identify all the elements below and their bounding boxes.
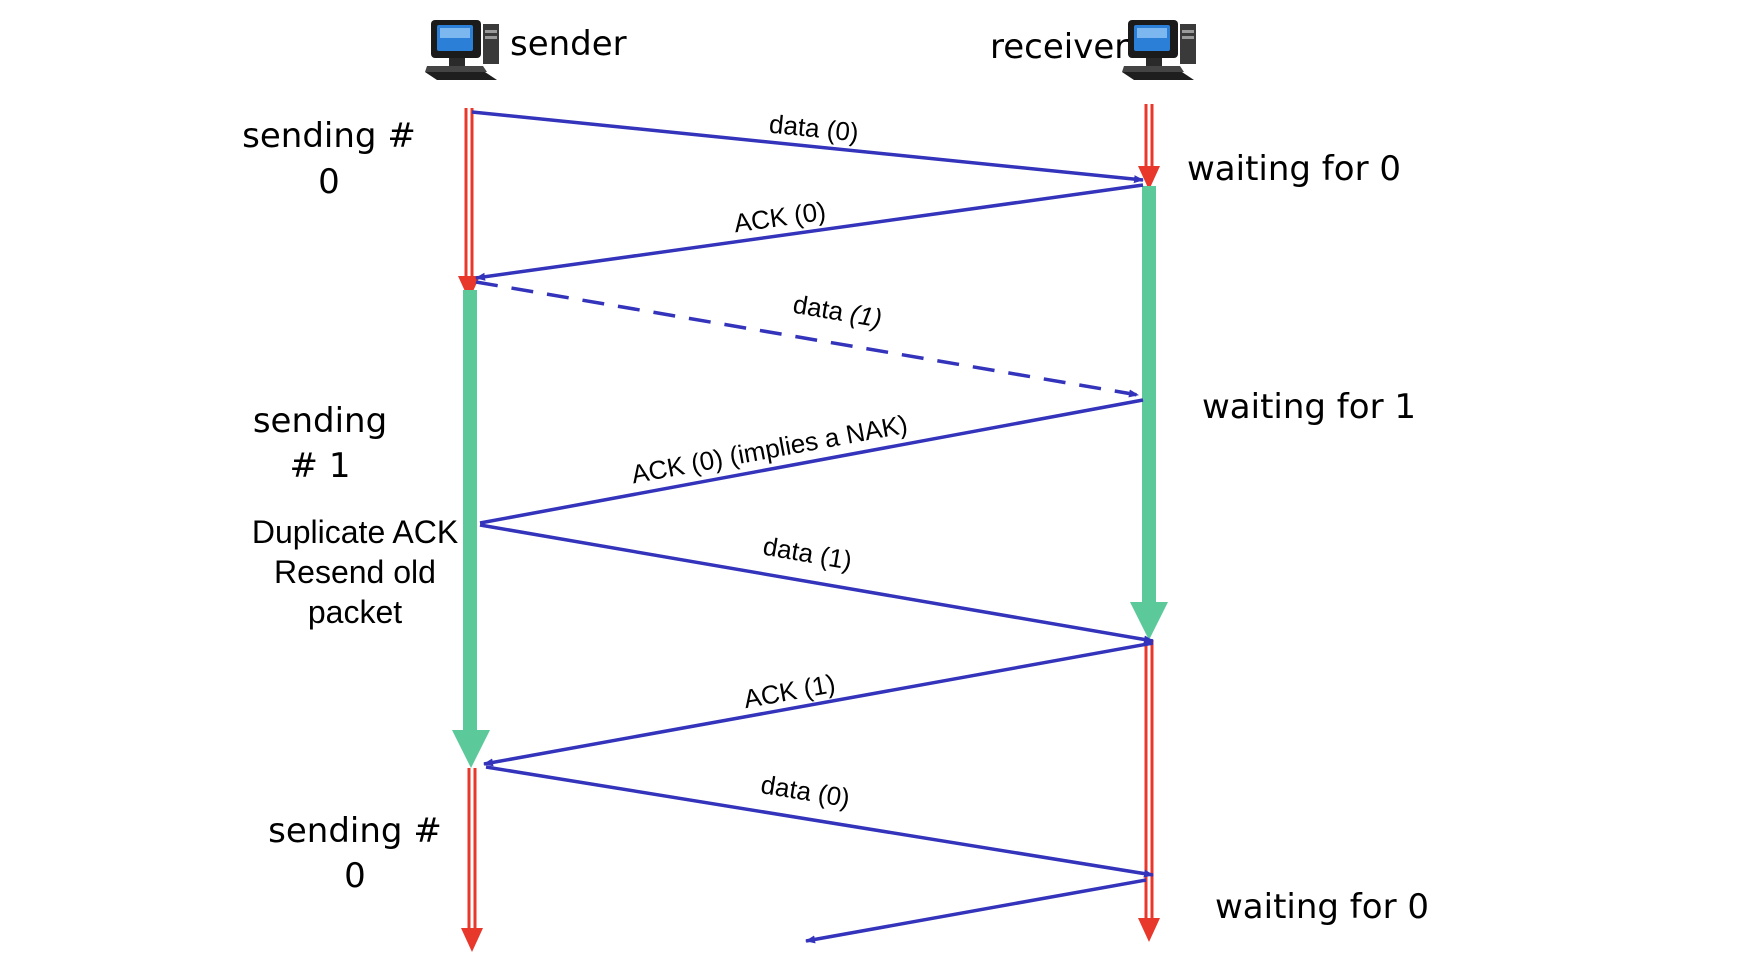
sender-state-sending0b-line1: sending #	[268, 811, 442, 851]
sender-waiting-arrow-2	[461, 768, 483, 952]
message-label-data0-b: data (0)	[759, 769, 852, 813]
message-arrow-data1-lost	[475, 280, 1139, 398]
message-arrow-data0	[471, 110, 1144, 184]
sender-label: sender	[510, 24, 627, 64]
message-label-data1: data (1)	[791, 289, 884, 334]
message-arrow-ack0-nak	[479, 398, 1144, 525]
message-label-data1-resend: data (1)	[761, 531, 854, 576]
sender-state-sending0-line1: sending #	[242, 116, 416, 156]
message-arrow-ack0	[475, 183, 1144, 281]
receiver-state-waiting1: waiting for 1	[1202, 387, 1416, 427]
receiver-label: receiver	[990, 27, 1128, 67]
message-arrow-ack1	[483, 641, 1154, 767]
message-arrow-ack0-b	[805, 878, 1147, 944]
message-label-data1-seq: (1)	[848, 299, 884, 334]
sender-state-sending0b-line2: 0	[344, 856, 366, 896]
receiver-waiting-arrow-1	[1138, 104, 1160, 190]
receiver-waiting-arrow-2	[1138, 640, 1160, 942]
receiver-state-waiting0: waiting for 0	[1187, 149, 1401, 189]
receiver-active-arrow	[1130, 186, 1168, 640]
sender-state-sending1-line1: sending	[253, 401, 387, 441]
computer-icon	[425, 20, 499, 80]
receiver-state-waiting0b: waiting for 0	[1215, 887, 1429, 927]
message-label-ack0-nak: ACK (0) (implies a NAK)	[629, 409, 910, 490]
computer-icon	[1122, 20, 1196, 80]
sender-waiting-arrow-1	[458, 108, 480, 300]
sender-state-sending1-line2: # 1	[290, 446, 351, 486]
sender-note-line1: Duplicate ACK	[252, 514, 458, 550]
sender-state-sending0-line2: 0	[318, 162, 340, 202]
sender-active-arrow	[452, 290, 490, 768]
message-label-data1-text: data	[791, 289, 853, 328]
sender-note-line3: packet	[308, 594, 402, 630]
message-arrow-data1-resend	[479, 523, 1154, 644]
sender-note-line2: Resend old	[274, 554, 436, 590]
message-arrow-data0-b	[485, 765, 1154, 878]
